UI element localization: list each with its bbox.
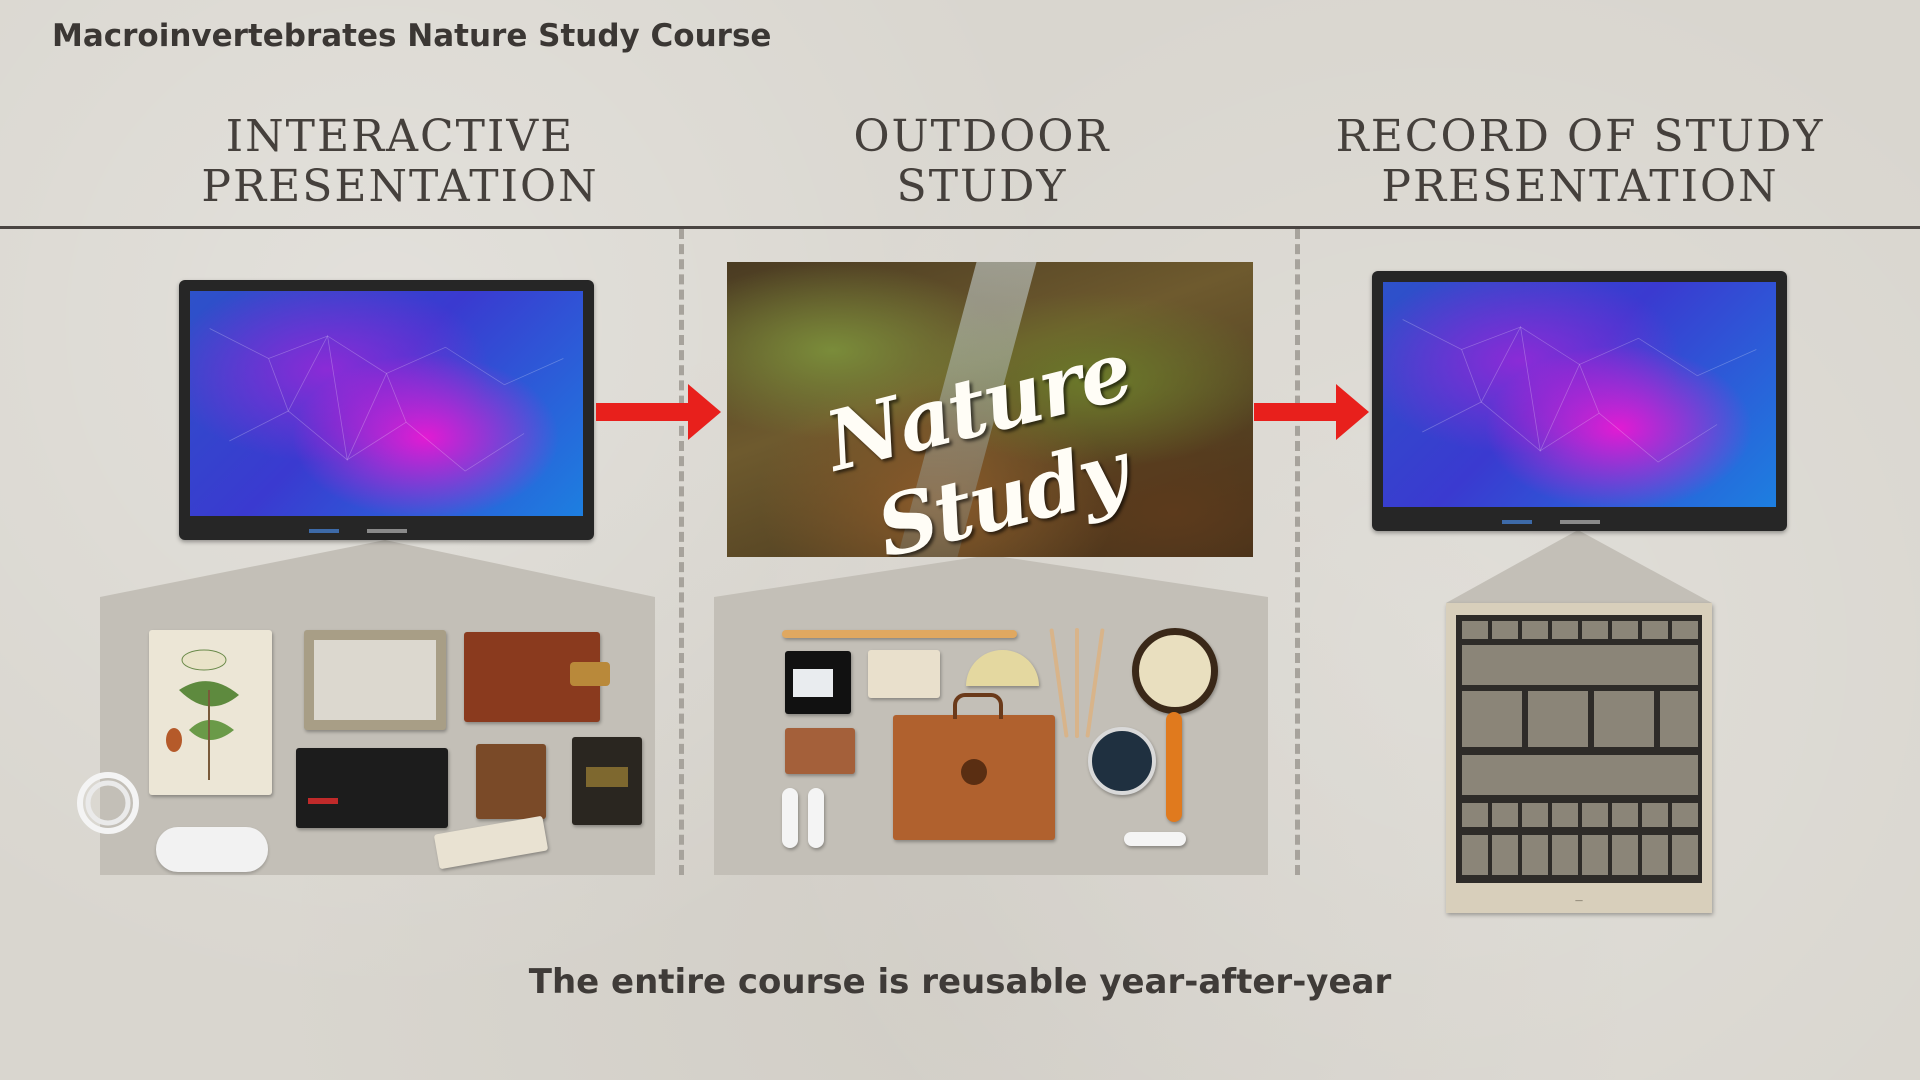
constellation-graphic [1402,319,1757,463]
display-screen [1383,282,1776,507]
record-grid-illustration [1462,621,1698,875]
sample-vial-3 [1124,832,1186,846]
column-divider-left [679,229,684,875]
magic-lantern-image [464,632,610,722]
tower-led [308,798,338,804]
constellation-graphic [209,328,564,472]
compass-image [1088,727,1156,795]
specimen-box-image [476,744,546,819]
display-bezel [179,516,594,540]
interactive-display-left [179,280,594,540]
book-gilt-title [586,767,628,787]
nature-study-image: Nature Study [727,262,1253,557]
heading-line: RECORD OF STUDY [1335,111,1825,162]
heading-record-of-study: RECORD OF STUDY PRESENTATION [1300,112,1860,212]
display-brand-badge [1559,520,1600,524]
computer-tower-image [296,748,448,828]
display-controls [1502,520,1532,524]
heading-line: PRESENTATION [201,161,599,212]
sample-vial-2 [808,788,824,848]
lantern-lens [570,662,610,686]
old-book-image [572,737,642,825]
record-grid [1456,615,1702,883]
heading-line: OUTDOOR [853,111,1111,162]
heading-line: PRESENTATION [1381,161,1779,212]
heading-outdoor-study: OUTDOOR STUDY [702,112,1262,212]
satchel-handle [953,693,1003,719]
heading-line: STUDY [896,161,1068,212]
satchel-emblem [961,759,987,785]
display-bezel [1372,507,1787,531]
interactive-display-right [1372,271,1787,531]
record-of-study-document: — [1446,603,1712,913]
pencil-image [782,630,1017,638]
heading-line: INTERACTIVE [225,111,575,162]
magnifier-handle [1166,712,1182,822]
sketchbook-image [785,651,851,714]
display-controls [309,529,339,533]
tray-right-cap [1446,530,1712,603]
sample-vial-1 [782,788,798,848]
specimen-frame-image [304,630,446,730]
arrow-right-2 [1254,384,1369,440]
header-divider [0,226,1920,229]
frame-glass [314,640,436,720]
display-screen [190,291,583,516]
display-brand-badge [366,529,407,533]
leather-notebook-image [785,728,855,774]
column-divider-right [1295,229,1300,875]
cable-coil [77,772,139,834]
brush-2 [1075,628,1079,738]
arrow-right-1 [596,384,721,440]
wireless-remote-image [156,827,268,872]
field-box-satchel-image [893,693,1055,840]
botanical-illustration [166,649,239,780]
heading-interactive-presentation: INTERACTIVE PRESENTATION [120,112,680,212]
magnifying-glass-image [1132,628,1218,714]
footer-statement: The entire course is reusable year-after… [528,962,1392,1002]
course-title: Macroinvertebrates Nature Study Course [52,18,772,54]
sketchbook-label [793,669,833,697]
record-caption-mark: — [1575,896,1583,905]
botanical-chart-image [149,630,272,795]
field-notes-card [868,650,940,698]
